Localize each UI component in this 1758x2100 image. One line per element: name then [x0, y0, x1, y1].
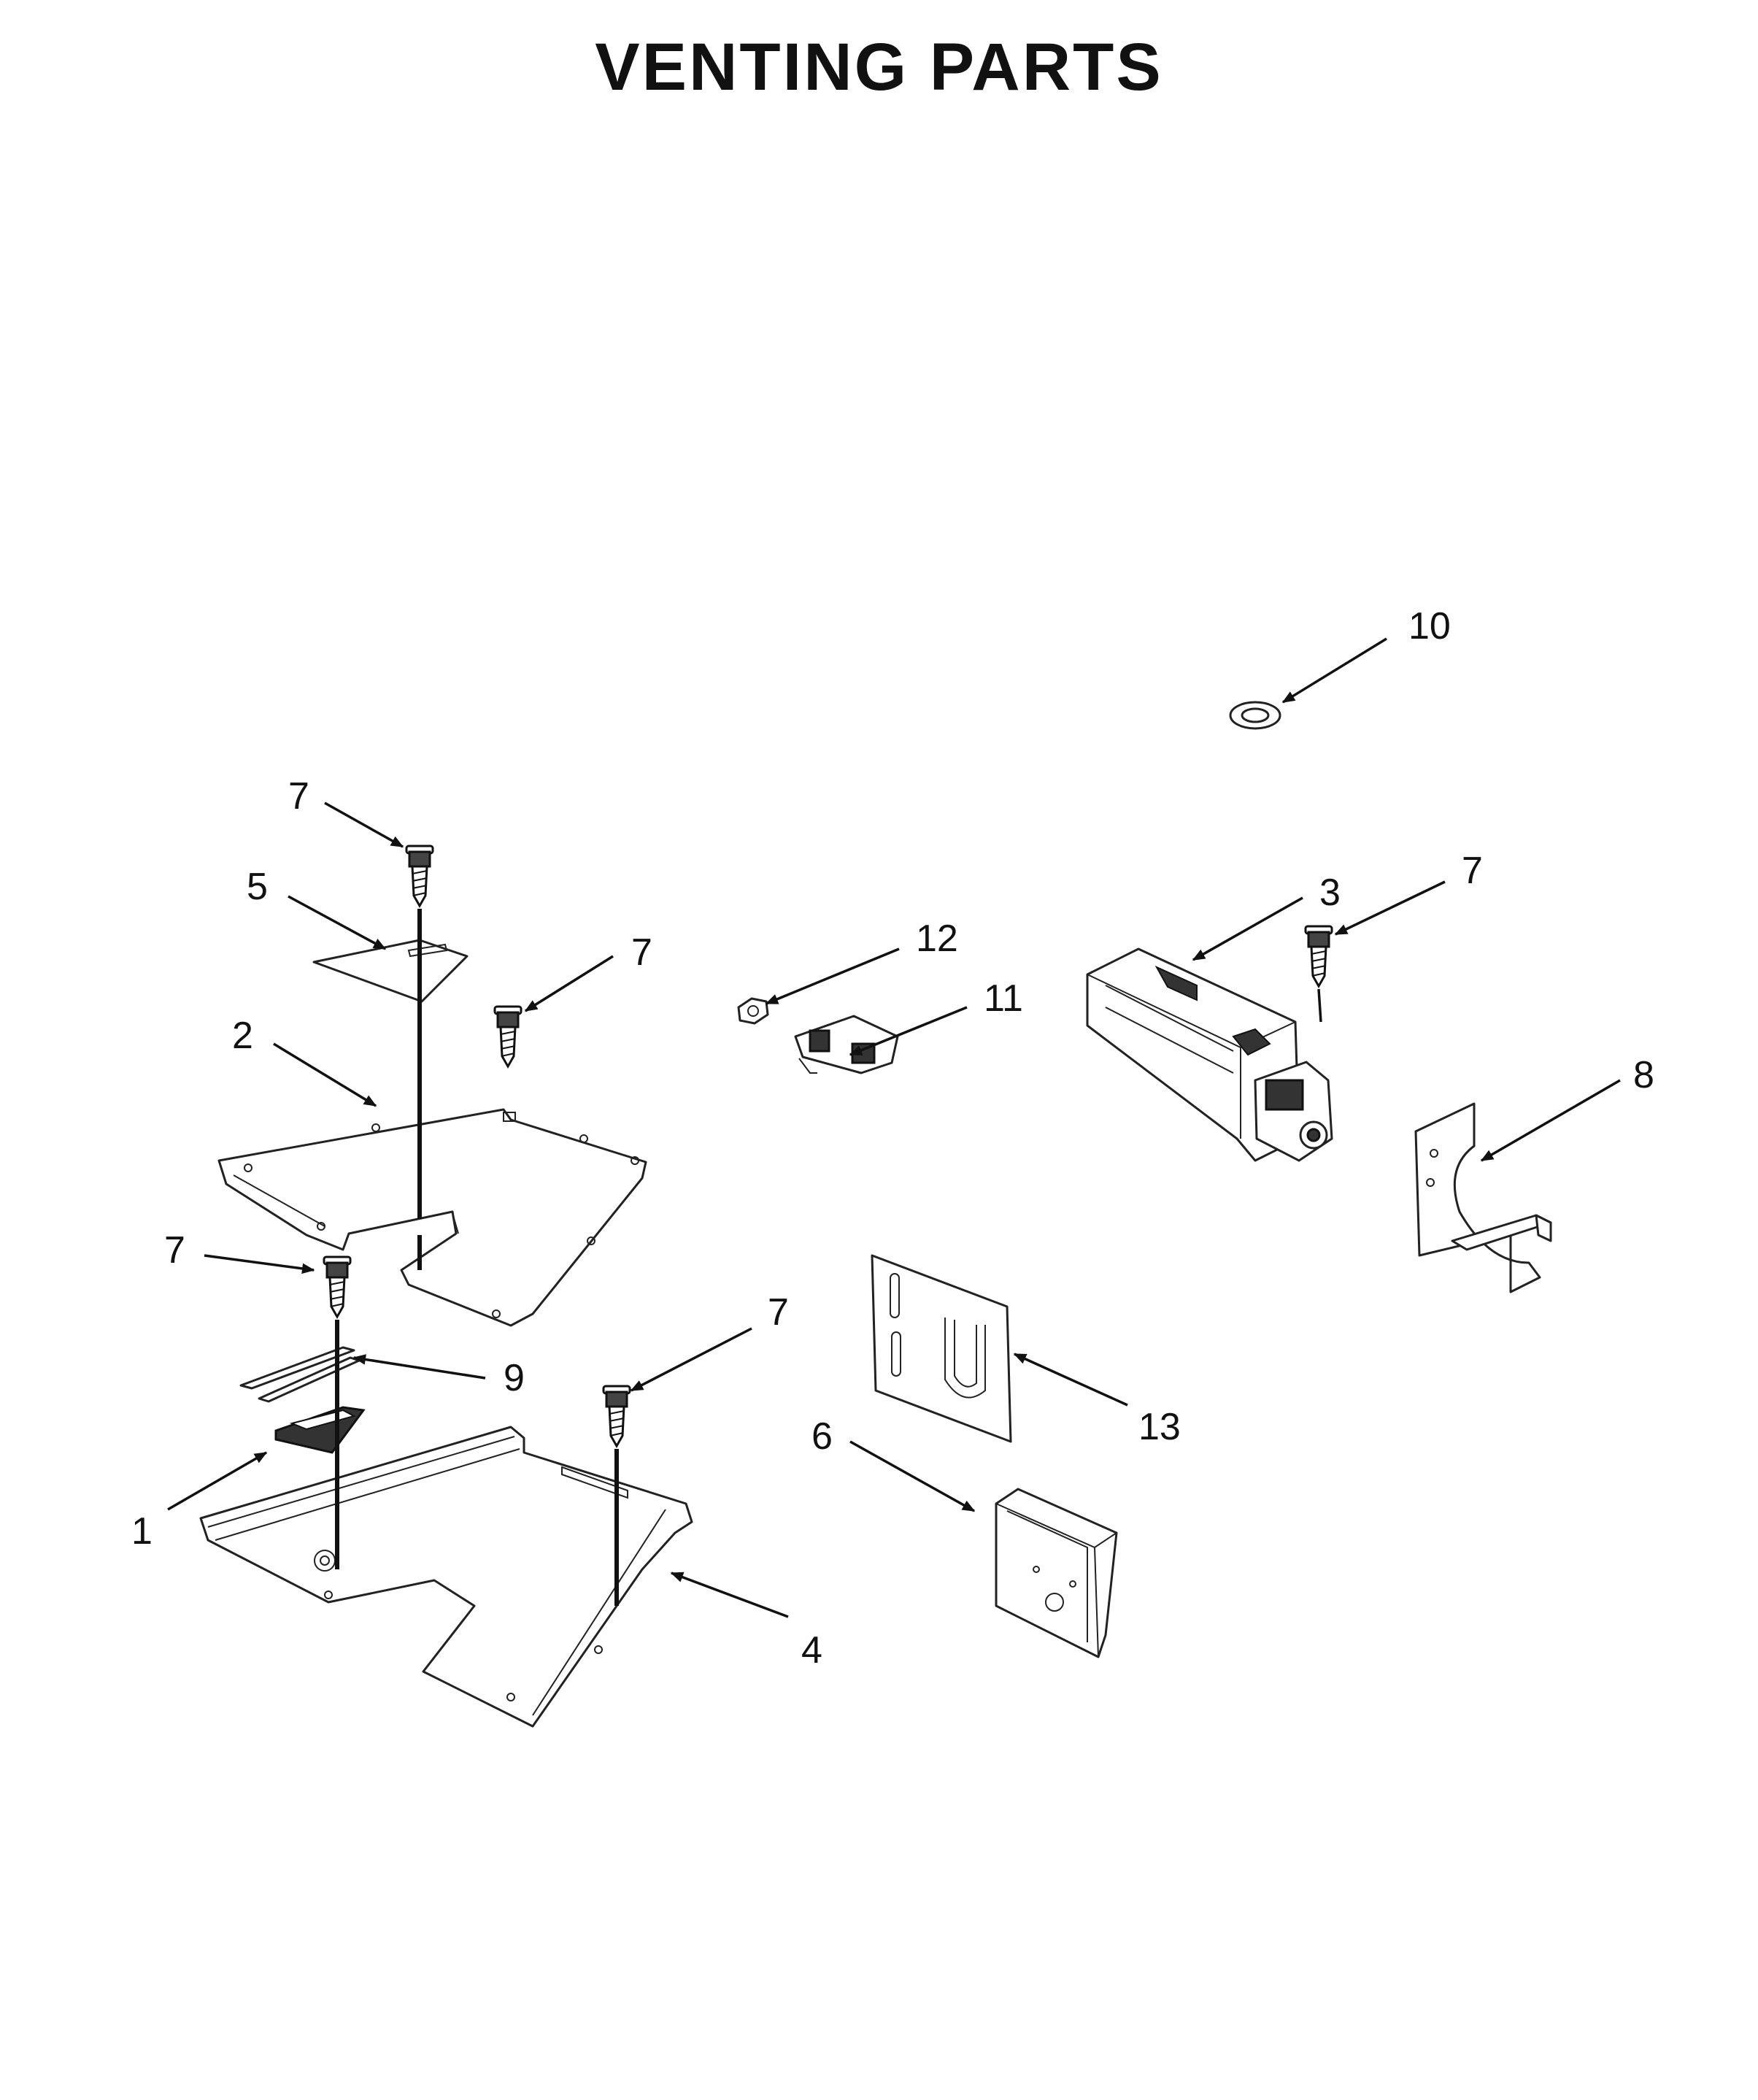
- callout-7: 7: [768, 1291, 789, 1334]
- callout-4: 4: [801, 1629, 822, 1672]
- callout-7: 7: [631, 931, 652, 974]
- callout-13: 13: [1138, 1406, 1181, 1448]
- part-1-vent-duct: [274, 1406, 366, 1454]
- callout-7: 7: [164, 1229, 185, 1272]
- part-9-gasket: [239, 1346, 361, 1403]
- callout-7: 7: [1462, 850, 1483, 892]
- part-13-plate: [871, 1254, 1012, 1443]
- part-6-box: [995, 1488, 1118, 1658]
- callout-labels: 10 7 5 7 2 12 11 3 7 8 7 9 7 13 6 1 4: [131, 605, 1654, 1672]
- part-7-screw-b: [493, 1005, 523, 1068]
- callout-10: 10: [1408, 605, 1451, 647]
- callout-11: 11: [984, 977, 1023, 1020]
- part-11-terminal-block: [794, 1015, 899, 1074]
- callout-7: 7: [288, 775, 309, 818]
- callout-6: 6: [811, 1415, 833, 1458]
- assembly-lines: [335, 909, 1322, 1606]
- callout-12: 12: [916, 918, 958, 960]
- part-7-screw-d: [602, 1385, 631, 1447]
- part-7-screw-e: [1304, 925, 1333, 988]
- diagram-title: VENTING PARTS: [595, 30, 1163, 104]
- callout-2: 2: [232, 1015, 253, 1057]
- callout-5: 5: [247, 866, 268, 908]
- callout-8: 8: [1633, 1054, 1654, 1096]
- part-8-bracket: [1414, 1102, 1552, 1293]
- part-7-screw-c: [323, 1255, 352, 1318]
- callout-3: 3: [1319, 872, 1341, 914]
- callout-9: 9: [504, 1357, 525, 1399]
- callout-1: 1: [131, 1510, 153, 1553]
- leader-lines: [167, 637, 1621, 1618]
- part-10-washer: [1229, 701, 1281, 730]
- part-5-plate: [312, 939, 469, 1003]
- part-12-nut: [737, 997, 769, 1025]
- part-4-base-panel: [199, 1426, 693, 1728]
- part-3-vent-assembly: [1086, 947, 1333, 1162]
- part-7-screw-a: [405, 845, 434, 907]
- part-2-panel: [217, 1108, 647, 1327]
